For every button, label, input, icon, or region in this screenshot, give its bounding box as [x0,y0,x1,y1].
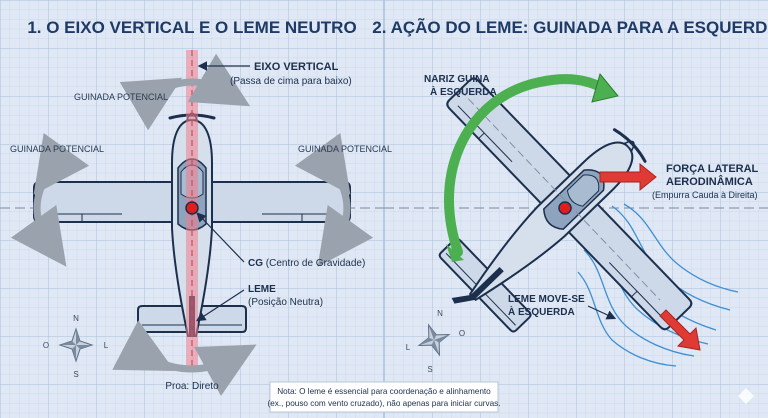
compass-r-w: O [459,329,465,338]
cg-label: CG (Centro de Gravidade) [248,258,365,269]
nose-label-line2: À ESQUERDA [430,85,497,98]
yaw-left-arrow-tail [446,244,464,262]
force-sublabel: (Empurra Cauda à Direita) [652,190,758,200]
note-line2: (ex., pouso com vento cruzado), não apen… [267,399,500,408]
force-arrow-side [599,162,657,192]
rudder-leader [195,289,245,322]
yaw-label-top: GUINADA POTENCIAL [74,92,168,102]
panel-right: 2. AÇÃO DO LEME: GUINADA PARA A ESQUERDA… [361,17,768,413]
compass-r-n: N [437,309,443,318]
compass-n: N [73,314,79,323]
corner-badge-icon [738,388,754,404]
force-label-line1: FORÇA LATERAL [666,163,759,175]
nose-label-line1: NARIZ GUINA [424,74,490,85]
panel-left-title: 1. O EIXO VERTICAL E O LEME NEUTRO [27,18,356,37]
compass-e: L [104,341,109,350]
yaw-arrow-top [119,53,251,131]
cg-point-right [558,201,572,215]
rudder-right-line2: À ESQUERDA [508,305,575,318]
note-line1: Nota: O leme é essencial para coordenaçã… [277,387,491,396]
heading-label: Proa: Direto [165,381,219,392]
rudder-right-leader [587,305,617,320]
yaw-arrow-left [10,132,90,267]
panel-left: 1. O EIXO VERTICAL E O LEME NEUTRO GUINA… [0,18,392,397]
note-box: Nota: O leme é essencial para coordenaçã… [267,381,501,413]
axis-label: EIXO VERTICAL [254,61,339,73]
yaw-left-arrow-head [591,72,619,103]
plane-yawing [361,26,745,413]
compass-right-labels: N S L O [406,309,465,374]
compass-r-e: L [406,343,411,352]
note-background [269,381,499,413]
rudder-sublabel: (Posição Neutra) [248,297,323,308]
rudder-label: LEME [248,284,276,295]
rudder-right-line1: LEME MOVE-SE [508,294,585,305]
compass-r-s: S [427,365,432,374]
force-arrow-tail [659,309,701,351]
yaw-arrow-bottom [112,320,257,397]
cg-point [185,201,199,215]
yaw-left-arrow [444,74,611,257]
compass-w: O [43,341,49,350]
longitudinal-axis-line [459,89,661,301]
cg-leader [196,212,245,263]
panel-right-title: 2. AÇÃO DO LEME: GUINADA PARA A ESQUERDA [372,17,768,37]
compass-left: N S L O [43,314,109,379]
force-label-line2: AERODINÂMICA [666,175,753,188]
yaw-label-left: GUINADA POTENCIAL [10,144,104,154]
yaw-arrow-right [294,132,374,267]
axis-sublabel: (Passa de cima para baixo) [230,76,352,87]
yaw-label-right: GUINADA POTENCIAL [298,144,392,154]
compass-s: S [73,370,78,379]
rudder-deflected [451,294,476,304]
